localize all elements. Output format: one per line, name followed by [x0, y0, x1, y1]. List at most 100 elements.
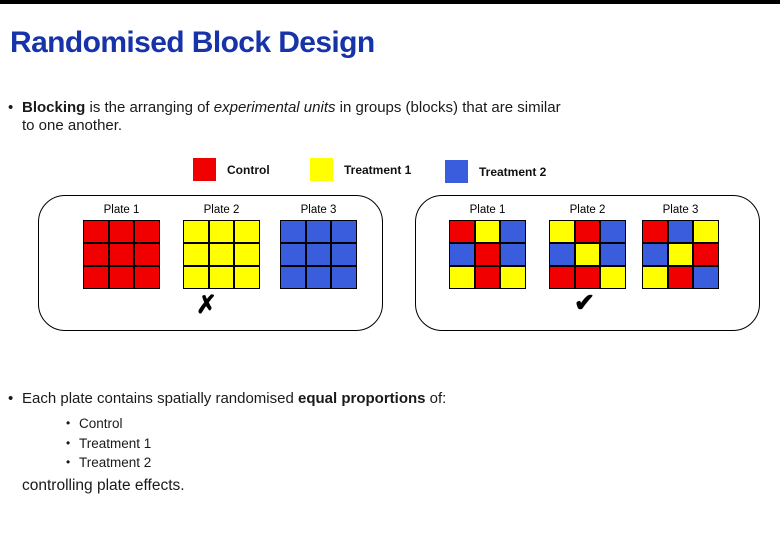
plate-cell	[135, 221, 159, 243]
sub-bullet-treatment1: • Treatment 1	[66, 434, 151, 454]
plate-cell	[235, 221, 259, 243]
plate-cell	[601, 266, 625, 288]
page-title: Randomised Block Design	[10, 26, 375, 59]
plate-cell	[501, 243, 525, 266]
plate-cell	[84, 221, 108, 243]
sub-item-label: Control	[79, 416, 123, 431]
bullet-dot: •	[66, 416, 71, 430]
plate-cell	[643, 243, 667, 266]
plate-cell	[475, 266, 500, 288]
bullet-dot: •	[8, 99, 14, 116]
plate-cell	[601, 243, 625, 266]
plate-cell	[550, 221, 574, 243]
plate-grid	[449, 220, 526, 289]
plate-cell	[209, 243, 234, 266]
plate-grid	[183, 220, 260, 289]
plate-cell	[668, 243, 693, 266]
plate-cell	[184, 266, 208, 288]
plate-cell	[235, 243, 259, 266]
control-color-swatch	[193, 158, 216, 181]
plate-cell	[643, 266, 667, 288]
plate-grid	[280, 220, 357, 289]
plate-cell	[281, 243, 305, 266]
plate-cell	[450, 266, 474, 288]
plate-cell	[643, 221, 667, 243]
plate: Plate 2	[183, 204, 260, 289]
plate-cell	[332, 243, 356, 266]
plate-cell	[235, 266, 259, 288]
plate-label: Plate 1	[103, 204, 140, 216]
proportions-text-pre: Each plate contains spatially randomised	[22, 390, 298, 407]
legend-item-treatment1: Treatment 1	[310, 158, 411, 181]
randomised-panel: Plate 1 Plate 2 Plate 3 ✔	[415, 195, 760, 331]
plate-cell	[575, 266, 600, 288]
cross-mark-icon: ✗	[196, 291, 217, 319]
definition-text-line2: to one another.	[22, 116, 123, 134]
plate-cell	[109, 243, 134, 266]
equal-proportions-text: Each plate contains spatially randomised…	[22, 390, 446, 408]
sub-bullet-treatment2: • Treatment 2	[66, 453, 151, 473]
equal-proportions-bullet: • Each plate contains spatially randomis…	[8, 390, 628, 408]
bullet-dot: •	[66, 435, 71, 450]
definition-text-rest: in groups (blocks) that are similar	[335, 99, 561, 116]
slide-top-border	[0, 0, 780, 4]
plate-cell	[209, 266, 234, 288]
legend-item-treatment2: Treatment 2	[445, 160, 546, 183]
plate-grid	[642, 220, 719, 289]
sub-item-label: Treatment 2	[79, 455, 152, 470]
plate-cell	[84, 243, 108, 266]
plate: Plate 1	[83, 204, 160, 289]
bullet-dot: •	[66, 455, 71, 469]
legend-item-control: Control	[193, 158, 270, 181]
plate-label: Plate 1	[469, 204, 506, 216]
plate-cell	[668, 221, 693, 243]
plate-cell	[306, 243, 331, 266]
equal-proportions-term: equal proportions	[298, 390, 426, 407]
plate-cell	[550, 243, 574, 266]
plate-cell	[84, 266, 108, 288]
plate-label: Plate 3	[662, 204, 699, 216]
treatment-sub-list: • Control • Treatment 1 • Treatment 2	[66, 414, 151, 473]
plate-cell	[184, 221, 208, 243]
experimental-units-term: experimental units	[213, 99, 336, 116]
plate-cell	[184, 243, 208, 266]
plate-grid	[83, 220, 160, 289]
plate-cell	[501, 266, 525, 288]
check-mark-icon: ✔	[574, 289, 595, 317]
sub-bullet-control: • Control	[66, 414, 151, 434]
plate-cell	[332, 266, 356, 288]
plate-cell	[475, 243, 500, 266]
plate-grid	[549, 220, 626, 289]
non-randomised-panel: Plate 1 Plate 2 Plate 3 ✗	[38, 195, 383, 331]
plate-label: Plate 2	[203, 204, 240, 216]
blocking-definition-bullet: • Blocking is the arranging of experimen…	[8, 99, 708, 134]
plate-cell	[281, 266, 305, 288]
plate: Plate 1	[449, 204, 526, 289]
controlling-plate-effects-text: controlling plate effects.	[22, 477, 185, 494]
plate-cell	[135, 266, 159, 288]
treatment1-color-swatch	[310, 158, 333, 181]
definition-text-mid: is the arranging of	[85, 99, 214, 116]
plate-cell	[694, 266, 718, 288]
blocking-term: Blocking	[22, 99, 86, 116]
plate-cell	[281, 221, 305, 243]
plate-cell	[668, 266, 693, 288]
blocking-definition-text: Blocking is the arranging of experimenta…	[22, 99, 561, 134]
plate-cell	[694, 243, 718, 266]
plate-cell	[450, 243, 474, 266]
treatment2-color-swatch	[445, 160, 468, 183]
bullet-dot: •	[8, 390, 14, 407]
plate-cell	[694, 221, 718, 243]
legend-label-treatment1: Treatment 1	[344, 162, 412, 177]
sub-item-label: Treatment 1	[79, 435, 152, 451]
legend-label-treatment2: Treatment 2	[479, 164, 547, 179]
plate-cell	[306, 221, 331, 243]
plate-cell	[209, 221, 234, 243]
plate-cell	[109, 266, 134, 288]
plate-cell	[475, 221, 500, 243]
plate: Plate 2	[549, 204, 626, 289]
plate: Plate 3	[280, 204, 357, 289]
plate-cell	[306, 266, 331, 288]
plate-cell	[109, 221, 134, 243]
plate-label: Plate 3	[300, 204, 337, 216]
